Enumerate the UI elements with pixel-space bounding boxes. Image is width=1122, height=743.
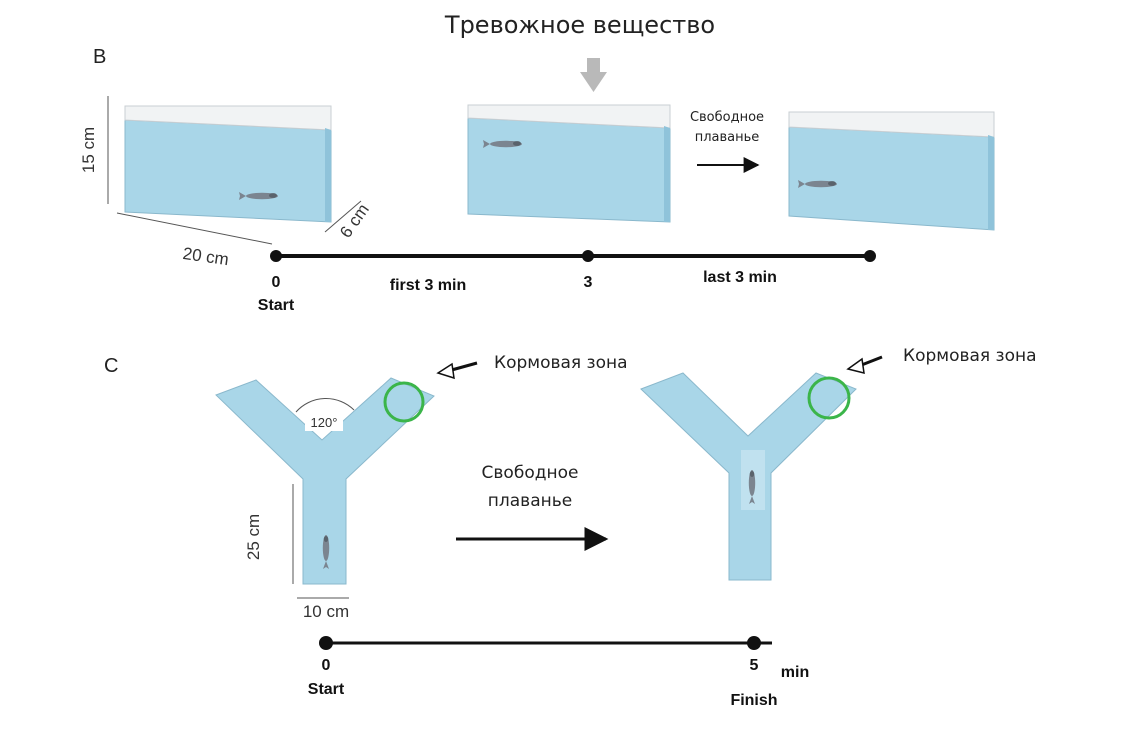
- panel-b-start-label: Start: [258, 297, 295, 314]
- y-maze-1-width-label: 10 cm: [303, 602, 349, 621]
- panel-c-finish-label: Finish: [730, 692, 777, 709]
- panel-b-free-swim-line1: Свободное: [690, 110, 764, 125]
- panel-b-free-swim-line2: плаванье: [695, 130, 760, 145]
- panel-b-first-interval: first 3 min: [390, 277, 466, 294]
- panel-c-timeline: [319, 636, 772, 650]
- panel-c-start-label: Start: [308, 681, 345, 698]
- y-maze-1-length-label: 25 cm: [244, 514, 263, 560]
- panel-c-unit: min: [781, 664, 809, 681]
- timeline-dot: [319, 636, 333, 650]
- timeline-dot: [270, 250, 282, 262]
- panel-c-free-swim-line1: Свободное: [482, 463, 579, 483]
- angle-label: 120°: [311, 415, 338, 430]
- angle-label-box: [305, 411, 343, 431]
- tank-2-water: [467, 117, 671, 223]
- panel-c-tick-start: 0: [322, 657, 331, 674]
- timeline-dot: [864, 250, 876, 262]
- feed-zone-label-left: Кормовая зона: [494, 353, 628, 373]
- angle-arc: [295, 398, 355, 413]
- stimulus-arrow-icon: [580, 58, 607, 92]
- tank-1-width-line: [324, 200, 362, 233]
- panel-c-tick-end: 5: [750, 657, 759, 674]
- tank-1: [124, 105, 332, 223]
- tank-1-side: [325, 128, 331, 222]
- timeline-dot: [582, 250, 594, 262]
- panel-c-label: C: [104, 355, 118, 377]
- feed-zone-pointer-icon: [846, 355, 883, 374]
- tank-1-height-label: 15 cm: [79, 127, 98, 173]
- tank-1-length-label: 20 cm: [182, 244, 230, 269]
- tank-2: [467, 104, 671, 223]
- tank-1-length-line: [116, 212, 273, 245]
- tank-1-width-label: 6 cm: [336, 200, 373, 241]
- timeline-dot: [747, 636, 761, 650]
- panel-b-tick-mid: 3: [584, 274, 593, 291]
- panel-c-free-swim-line2: плаванье: [488, 491, 572, 511]
- feed-zone-ring: [383, 381, 425, 423]
- tank-2-side: [664, 126, 670, 222]
- tank-3-side: [988, 135, 994, 230]
- panel-b-tick-start: 0: [272, 274, 281, 291]
- feed-zone-pointer-icon: [436, 361, 478, 380]
- tank-3-water: [788, 126, 995, 231]
- y-maze-2: [640, 372, 857, 581]
- y-maze-1: 120°: [215, 377, 435, 585]
- panel-b-label: B: [93, 46, 106, 68]
- tank-1-water: [124, 119, 332, 223]
- figure-title: Тревожное вещество: [444, 11, 715, 39]
- feed-zone-ring: [807, 376, 851, 420]
- feed-zone-label-right: Кормовая зона: [903, 346, 1037, 366]
- panel-b-timeline: [270, 250, 876, 262]
- tank-3: [788, 111, 995, 231]
- panel-b-last-interval: last 3 min: [703, 269, 777, 286]
- y-maze-1-shape: [215, 377, 435, 585]
